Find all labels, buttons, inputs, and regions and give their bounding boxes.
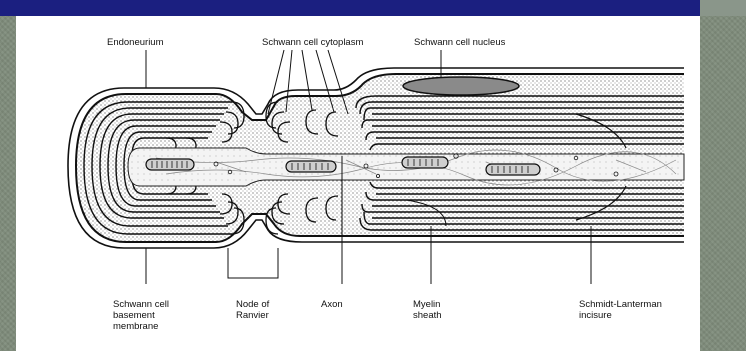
label-schmidt-lanterman: Schmidt-Lanterman incisure (579, 299, 662, 321)
label-myelin-sheath: Myelin sheath (413, 299, 442, 321)
title-bar (0, 0, 700, 16)
label-axon: Axon (321, 299, 343, 310)
label-schwann-cytoplasm: Schwann cell cytoplasm (262, 37, 363, 48)
label-node-of-ranvier: Node of Ranvier (236, 299, 269, 321)
label-endoneurium: Endoneurium (107, 37, 164, 48)
title-bar-end (700, 0, 746, 16)
schwann-nucleus-shape (403, 77, 519, 95)
label-basement-membrane: Schwann cell basement membrane (113, 299, 169, 332)
label-schwann-nucleus: Schwann cell nucleus (414, 37, 505, 48)
figure-panel: Endoneurium Schwann cell cytoplasm Schwa… (16, 16, 700, 351)
